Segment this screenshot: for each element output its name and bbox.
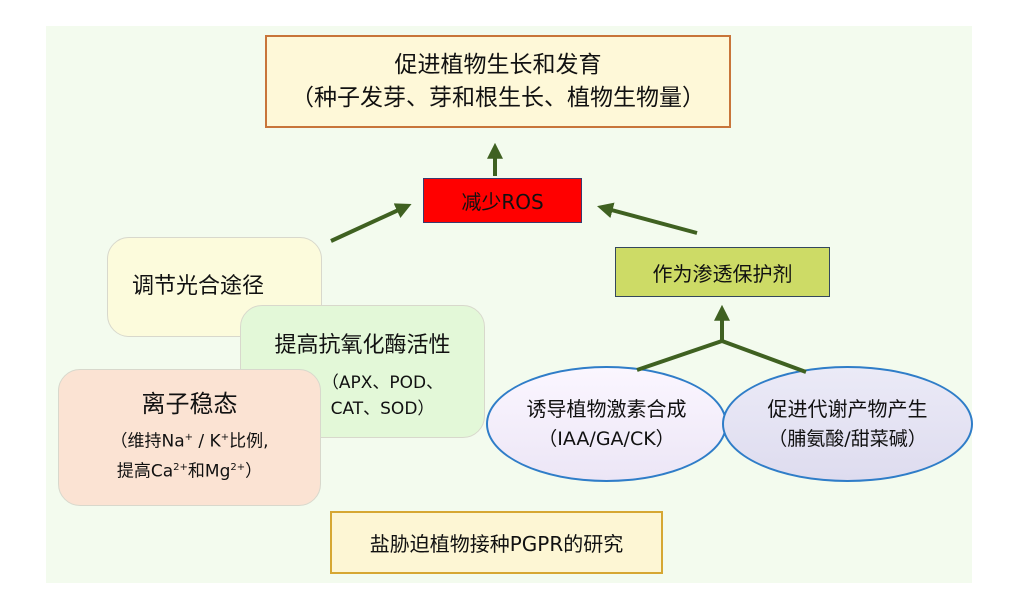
photosynthesis-label: 调节光合途径 [132, 274, 265, 299]
ion-line2-sup2: 2+ [230, 461, 246, 473]
plant-growth-title: 促进植物生长和发育 [394, 51, 602, 78]
plant-growth-subtitle: （种子发芽、芽和根生长、植物生物量） [291, 84, 705, 111]
hormone-synthesis-ellipse: 诱导植物激素合成 （IAA/GA/CK） [486, 366, 727, 482]
metabolite-production-subtitle: （脯氨酸/甜菜碱） [768, 428, 927, 450]
osmoprotectant-box: 作为渗透保护剂 [615, 247, 830, 297]
ion-ratio-line: （维持Na+ / K+比例, [110, 425, 268, 455]
ion-line2-prefix: 提高Ca [116, 461, 174, 482]
antioxidant-enzymes-line2: CAT、SOD） [330, 399, 435, 419]
osmoprotectant-label: 作为渗透保护剂 [652, 261, 793, 286]
hormone-synthesis-subtitle: （IAA/GA/CK） [538, 428, 675, 450]
reduce-ros-label: 减少ROS [461, 190, 544, 214]
reduce-ros-box: 减少ROS [423, 178, 582, 223]
metabolite-production-ellipse: 促进代谢产物产生 （脯氨酸/甜菜碱） [722, 366, 973, 482]
antioxidant-title: 提高抗氧化酶活性 [274, 333, 451, 358]
ion-line1-sup1: + [184, 431, 194, 443]
antioxidant-enzymes-line1: （APX、POD、 [321, 373, 444, 393]
metabolite-production-title: 促进代谢产物产生 [767, 397, 928, 421]
ion-line1-mid: / K [193, 431, 221, 452]
study-title-box: 盐胁迫植物接种PGPR的研究 [330, 511, 663, 574]
hormone-synthesis-title: 诱导植物激素合成 [526, 397, 687, 421]
plant-growth-box: 促进植物生长和发育 （种子发芽、芽和根生长、植物生物量） [265, 35, 731, 128]
ion-line1-prefix: （维持Na [110, 431, 185, 452]
ion-line2-suffix: ） [245, 461, 263, 482]
ion-line2-sup1: 2+ [173, 461, 188, 473]
ion-line1-sup2: + [220, 431, 230, 443]
study-title-label: 盐胁迫植物接种PGPR的研究 [369, 532, 624, 556]
ion-line1-suffix: 比例, [229, 431, 269, 452]
ion-line2-mid: 和Mg [187, 461, 231, 482]
ion-homeostasis-box: 离子稳态 （维持Na+ / K+比例, 提高Ca2+和Mg2+） [58, 369, 321, 506]
ion-calcium-line: 提高Ca2+和Mg2+） [117, 455, 262, 485]
ion-homeostasis-title: 离子稳态 [141, 389, 238, 418]
